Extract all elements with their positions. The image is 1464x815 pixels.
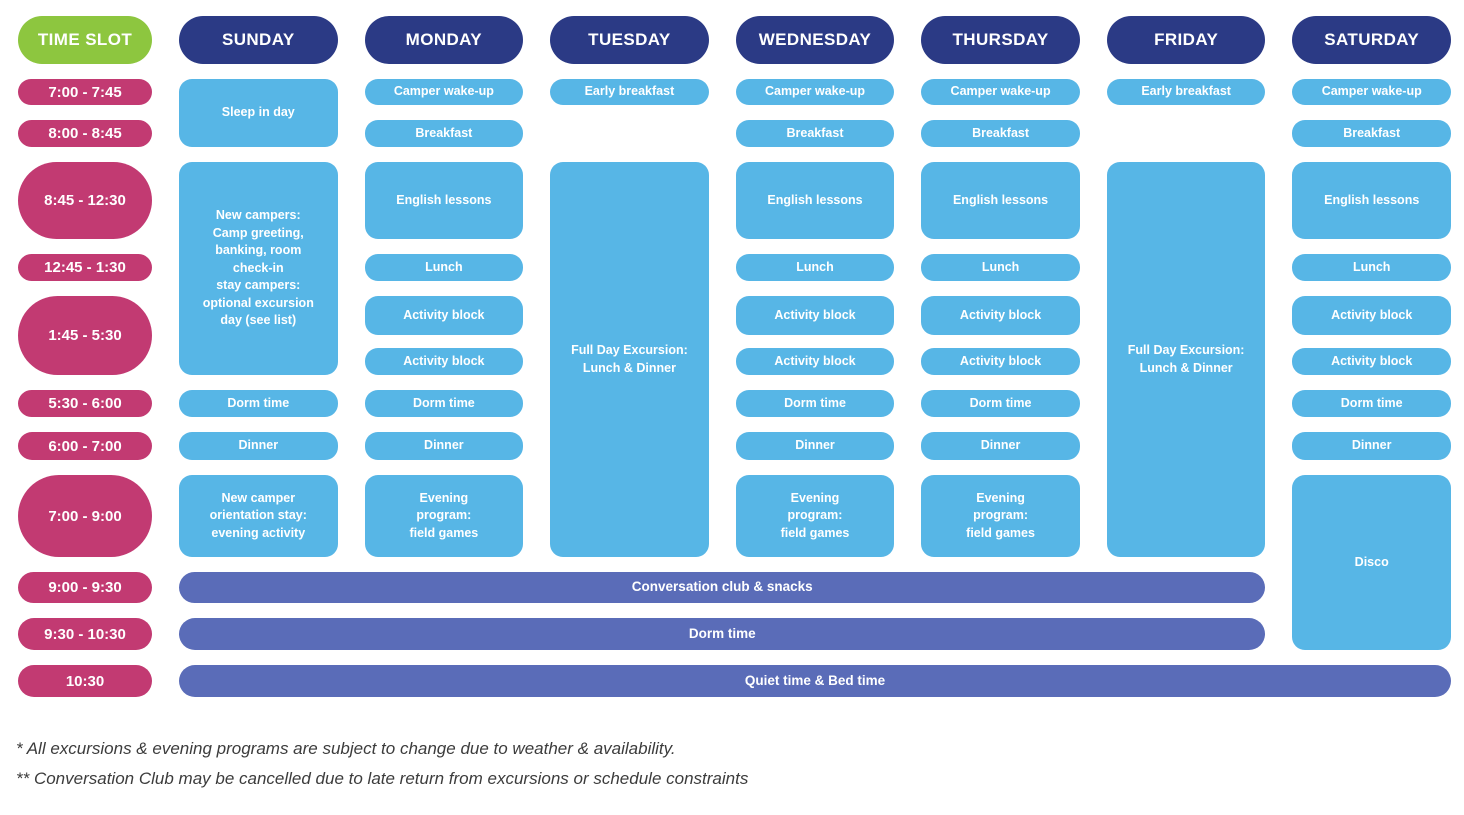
monday-lunch: Lunch <box>364 254 524 281</box>
time-slot-8: 7:00 - 9:00 <box>18 475 152 557</box>
day-header-saturday: SATURDAY <box>1292 16 1451 64</box>
monday-english-lessons: English lessons <box>364 162 524 239</box>
thursday-lunch: Lunch <box>921 254 1080 281</box>
time-slot-5: 1:45 - 5:30 <box>18 296 152 375</box>
conversation-club-bar: Conversation club & snacks <box>179 572 1266 603</box>
monday-activity-blocks-2: Activity block <box>364 348 524 375</box>
time-slot-header: TIME SLOT <box>18 16 152 64</box>
saturday-breakfast: Breakfast <box>1292 120 1451 147</box>
thursday-english-lessons: English lessons <box>921 162 1080 239</box>
sunday-dinner: Dinner <box>179 432 338 460</box>
monday-dorm-time: Dorm time <box>364 390 524 417</box>
wednesday-dorm-time: Dorm time <box>735 390 895 417</box>
thursday-breakfast: Breakfast <box>921 120 1080 147</box>
day-header-monday: MONDAY <box>364 16 524 64</box>
saturday-activity-blocks-2: Activity block <box>1292 348 1451 375</box>
saturday-lunch: Lunch <box>1292 254 1451 281</box>
monday-evening-program: Evening program: field games <box>364 475 524 557</box>
day-header-thursday: THURSDAY <box>921 16 1080 64</box>
day-header-tuesday: TUESDAY <box>550 16 709 64</box>
time-slot-7: 6:00 - 7:00 <box>18 432 152 460</box>
friday-early-breakfast: Early breakfast <box>1106 79 1266 105</box>
wednesday-activity-blocks-2: Activity block <box>735 348 895 375</box>
friday-full-day-excursion: Full Day Excursion: Lunch & Dinner <box>1106 162 1266 557</box>
sunday-evening-activity: New camper orientation stay: evening act… <box>179 475 338 557</box>
time-slot-3: 8:45 - 12:30 <box>18 162 152 239</box>
thursday-activity-blocks-2: Activity block <box>921 348 1080 375</box>
monday-breakfast: Breakfast <box>364 120 524 147</box>
time-slot-1: 7:00 - 7:45 <box>18 79 152 105</box>
time-slot-4: 12:45 - 1:30 <box>18 254 152 281</box>
wednesday-lunch: Lunch <box>735 254 895 281</box>
tuesday-full-day-excursion: Full Day Excursion: Lunch & Dinner <box>550 162 709 557</box>
footnote-conversation-club: ** Conversation Club may be cancelled du… <box>16 769 749 788</box>
monday-activity-blocks-1: Activity block <box>364 296 524 335</box>
footnote-excursions: * All excursions & evening programs are … <box>16 739 676 758</box>
time-slot-10: 9:30 - 10:30 <box>18 618 152 650</box>
day-header-wednesday: WEDNESDAY <box>735 16 895 64</box>
thursday-activity-blocks-1: Activity block <box>921 296 1080 335</box>
day-header-friday: FRIDAY <box>1106 16 1266 64</box>
wednesday-evening-program: Evening program: field games <box>735 475 895 557</box>
wednesday-breakfast: Breakfast <box>735 120 895 147</box>
time-slot-11: 10:30 <box>18 665 152 697</box>
time-slot-2: 8:00 - 8:45 <box>18 120 152 147</box>
wednesday-english-lessons: English lessons <box>735 162 895 239</box>
sunday-dorm-time: Dorm time <box>179 390 338 417</box>
footnotes: * All excursions & evening programs are … <box>0 697 1464 789</box>
saturday-english-lessons: English lessons <box>1292 162 1451 239</box>
thursday-evening-program: Evening program: field games <box>921 475 1080 557</box>
dorm-time-bar: Dorm time <box>179 618 1266 650</box>
thursday-camper-wake-up: Camper wake-up <box>921 79 1080 105</box>
saturday-disco: Disco <box>1292 475 1451 650</box>
tuesday-early-breakfast: Early breakfast <box>550 79 709 105</box>
monday-camper-wake-up: Camper wake-up <box>364 79 524 105</box>
saturday-dorm-time: Dorm time <box>1292 390 1451 417</box>
quiet-time-bar: Quiet time & Bed time <box>179 665 1451 697</box>
day-header-sunday: SUNDAY <box>179 16 338 64</box>
thursday-dorm-time: Dorm time <box>921 390 1080 417</box>
wednesday-camper-wake-up: Camper wake-up <box>735 79 895 105</box>
monday-dinner: Dinner <box>364 432 524 460</box>
saturday-dinner: Dinner <box>1292 432 1451 460</box>
thursday-dinner: Dinner <box>921 432 1080 460</box>
camp-weekly-schedule: TIME SLOT SUNDAY MONDAY TUESDAY WEDNESDAY TH… <box>18 16 1451 697</box>
saturday-activity-blocks-1: Activity block <box>1292 296 1451 335</box>
wednesday-activity-blocks-1: Activity block <box>735 296 895 335</box>
sunday-sleep-in-day: Sleep in day <box>179 79 338 147</box>
saturday-camper-wake-up: Camper wake-up <box>1292 79 1451 105</box>
time-slot-9: 9:00 - 9:30 <box>18 572 152 603</box>
sunday-morning-program: New campers: Camp greeting, banking, roo… <box>179 162 338 375</box>
time-slot-6: 5:30 - 6:00 <box>18 390 152 417</box>
wednesday-dinner: Dinner <box>735 432 895 460</box>
